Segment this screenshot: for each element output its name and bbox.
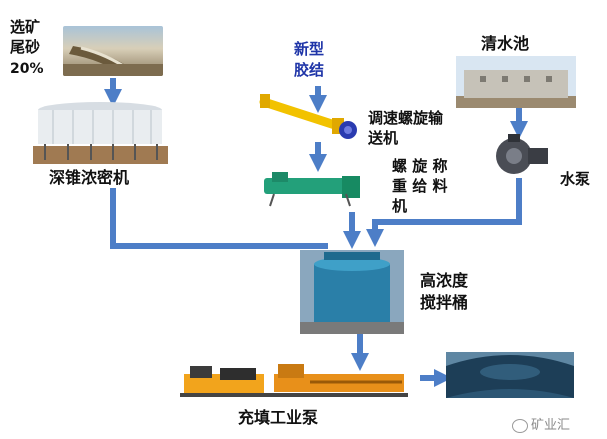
line-thickener-to-mixer xyxy=(110,188,328,249)
binder-label-line1: 新型 xyxy=(294,40,325,58)
screw-conveyor-label-line1: 调速螺旋输 xyxy=(368,109,444,127)
fill-industrial-pump-image xyxy=(180,360,408,400)
thickener-label: 深锥浓密机 xyxy=(49,168,130,187)
screw-scale-label-line3: 机 xyxy=(392,197,408,215)
water-pump-image xyxy=(490,134,550,178)
water-pump-label: 水泵 xyxy=(560,170,591,188)
binder-label-line2: 胶结 xyxy=(294,61,325,79)
fill-pump-label: 充填工业泵 xyxy=(238,408,319,427)
tailings-ratio-label: 20% xyxy=(10,61,44,77)
screw-scale-feeder-image xyxy=(256,166,366,208)
screw-conveyor-label-line2: 送机 xyxy=(368,129,399,147)
mixing-tank-image xyxy=(300,250,404,334)
mixer-label-line2: 搅拌桶 xyxy=(420,293,469,312)
screw-scale-label-line2: 重 给 料 xyxy=(392,177,448,195)
tailings-label-line2: 尾砂 xyxy=(10,38,41,56)
clear-pool-label: 清水池 xyxy=(481,34,530,53)
screw-conveyor-image xyxy=(258,86,358,142)
clear-water-pool-image xyxy=(456,56,576,108)
thickener-tank-image xyxy=(33,100,168,164)
wechat-icon xyxy=(512,418,528,433)
watermark: 矿业汇 xyxy=(512,416,570,435)
tailings-label-line1: 选矿 xyxy=(10,18,41,36)
underground-stope-image xyxy=(446,352,574,398)
mixer-label-line1: 高浓度 xyxy=(420,271,469,290)
arrow-pump-to-mixer xyxy=(366,178,522,247)
tailings-discharge-photo xyxy=(63,26,163,76)
watermark-text: 矿业汇 xyxy=(531,418,571,433)
screw-scale-label-line1: 螺 旋 称 xyxy=(392,157,448,175)
